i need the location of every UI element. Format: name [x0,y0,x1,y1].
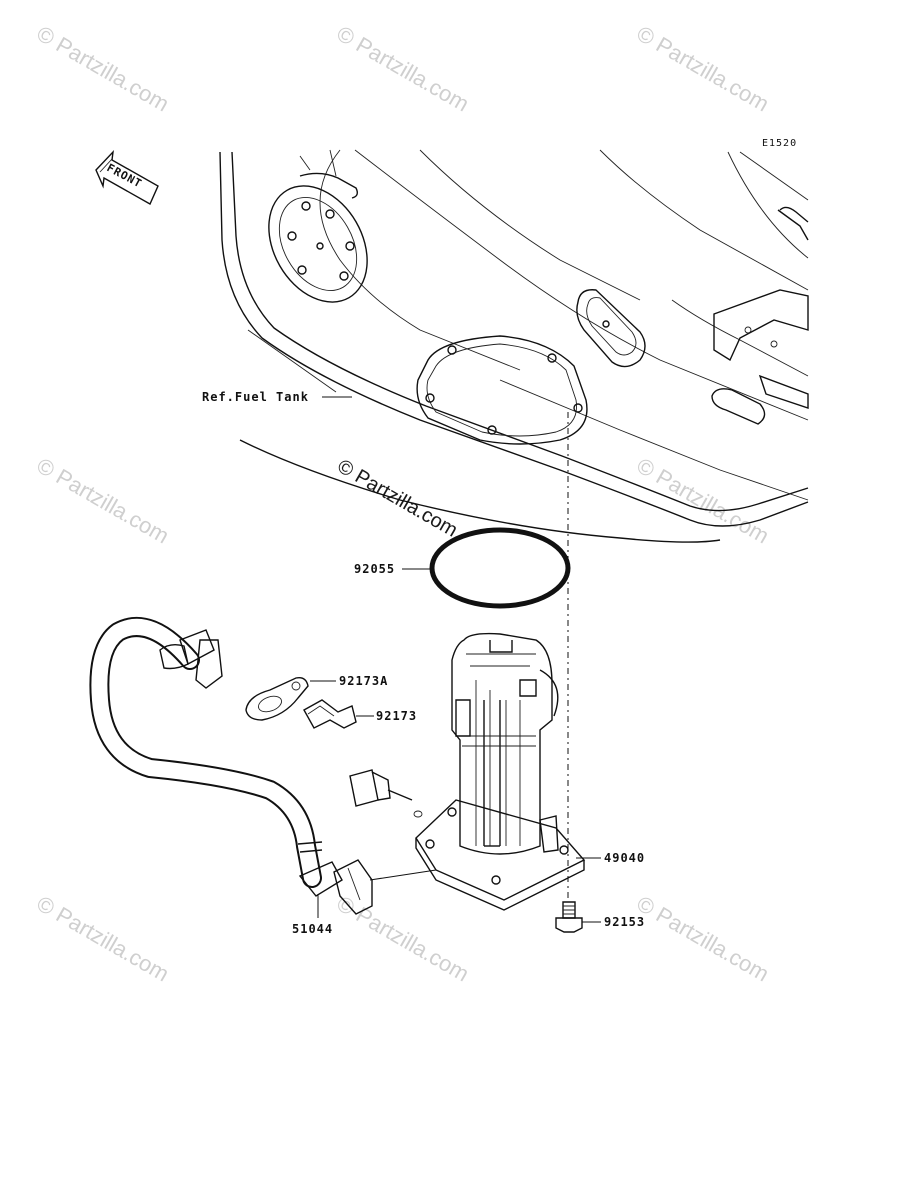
watermark: © Partzilla.com [33,453,174,549]
part-number-92153[interactable]: 92153 [604,915,645,929]
watermark: © Partzilla.com [333,21,474,117]
plate-92173a[interactable] [245,676,309,721]
watermark: © Partzilla.com [33,891,174,987]
part-number-92173a[interactable]: 92173A [339,674,388,688]
clamp-92173[interactable] [303,699,357,729]
watermark: © Partzilla.com [633,891,774,987]
watermark: © Partzilla.com [633,21,774,117]
gasket-ring[interactable] [429,527,571,609]
diagram-code: E1520 [762,138,797,149]
part-number-49040[interactable]: 49040 [604,851,645,865]
part-number-92173[interactable]: 92173 [376,709,417,723]
ref-fuel-tank-label: Ref.Fuel Tank [202,390,309,404]
watermark: © Partzilla.com [633,453,774,549]
part-number-92055[interactable]: 92055 [354,562,395,576]
fuel-hose[interactable] [89,616,373,915]
front-arrow: FRONT [95,149,159,205]
watermark: © Partzilla.com [333,891,474,987]
part-number-51044[interactable]: 51044 [292,922,333,936]
leader-pump-hose [369,869,437,881]
bolt-92153[interactable] [555,901,583,933]
front-label: FRONT [105,161,145,190]
watermark: © Partzilla.com [33,21,174,117]
fuel-tank-reference [219,149,809,543]
watermark-layer: © Partzilla.com © Partzilla.com © Partzi… [33,21,774,987]
